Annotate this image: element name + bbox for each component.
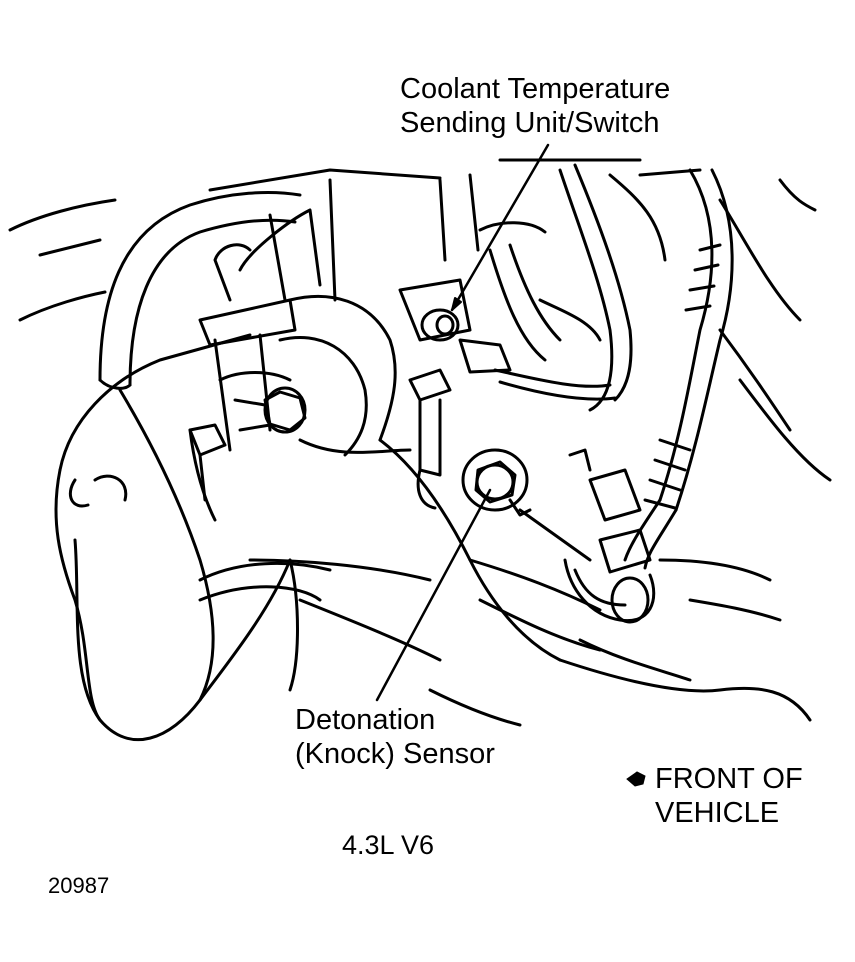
coolant-sensor-leader-line — [452, 145, 548, 310]
throttle-bracket-drawing — [200, 180, 335, 450]
knock-sensor-leader-line — [377, 490, 490, 700]
figure-number: 20987 — [48, 873, 110, 898]
intake-pipe-drawing — [56, 335, 330, 740]
front-of-vehicle-line2: VEHICLE — [655, 797, 780, 829]
front-of-vehicle-callout: FRONT OF VEHICLE — [625, 762, 803, 830]
knock-sensor-callout-line2: (Knock) Sensor — [295, 738, 495, 770]
front-of-vehicle-line1: FRONT OF — [655, 763, 803, 795]
coolant-sensor-callout-line2: Sending Unit/Switch — [400, 107, 660, 139]
coolant-sensor-leader-arrowhead — [451, 297, 462, 311]
wiring-harness-drawing — [440, 165, 732, 568]
engine-block-drawing — [250, 440, 810, 725]
throttle-body-drawing — [190, 296, 410, 520]
front-direction-arrow-icon — [625, 770, 647, 788]
coolant-sensor-drawing — [400, 280, 615, 508]
vacuum-hose-drawing — [10, 170, 440, 388]
coolant-sensor-callout: Coolant Temperature Sending Unit/Switch — [400, 72, 670, 140]
knock-sensor-drawing — [463, 450, 590, 560]
knock-sensor-callout: Detonation (Knock) Sensor — [295, 703, 495, 771]
sensor-connector-drawing — [565, 450, 654, 622]
firewall-lines-drawing — [500, 160, 830, 620]
knock-sensor-callout-line1: Detonation — [295, 704, 436, 736]
engine-label: 4.3L V6 — [342, 830, 435, 860]
coolant-sensor-callout-line1: Coolant Temperature — [400, 73, 671, 105]
